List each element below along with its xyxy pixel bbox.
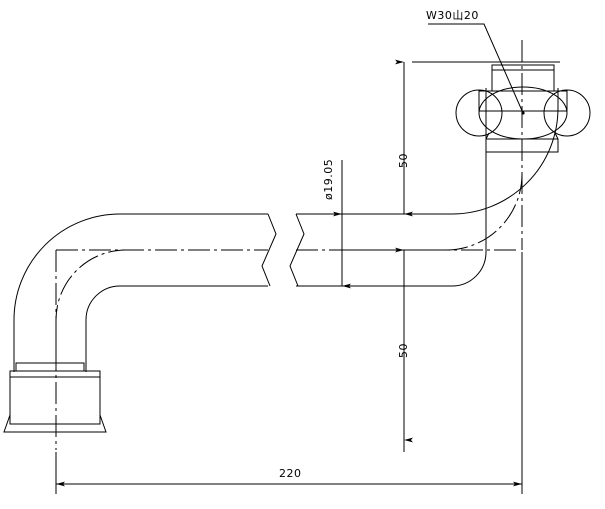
dimension-overall-length <box>55 252 523 494</box>
overall-length-label: 220 <box>279 467 302 480</box>
left-end-socket <box>3 362 107 433</box>
pipe-diameter-label: ø19.05 <box>322 158 335 200</box>
dimension-lower-vertical <box>348 247 430 452</box>
pipe-outer-contour <box>13 88 559 372</box>
thread-fitting-assembly <box>455 64 591 153</box>
dimension-pipe-diameter <box>308 160 392 289</box>
upper-vertical-dimension-label: 50 <box>397 153 410 168</box>
centerlines <box>55 40 523 450</box>
leader-thread-spec <box>428 23 525 115</box>
thread-spec-label: W30山20 <box>426 9 479 22</box>
dimension-upper-vertical <box>348 59 560 217</box>
pipe-inner-contour <box>85 88 487 372</box>
lower-vertical-dimension-label: 50 <box>397 343 410 358</box>
